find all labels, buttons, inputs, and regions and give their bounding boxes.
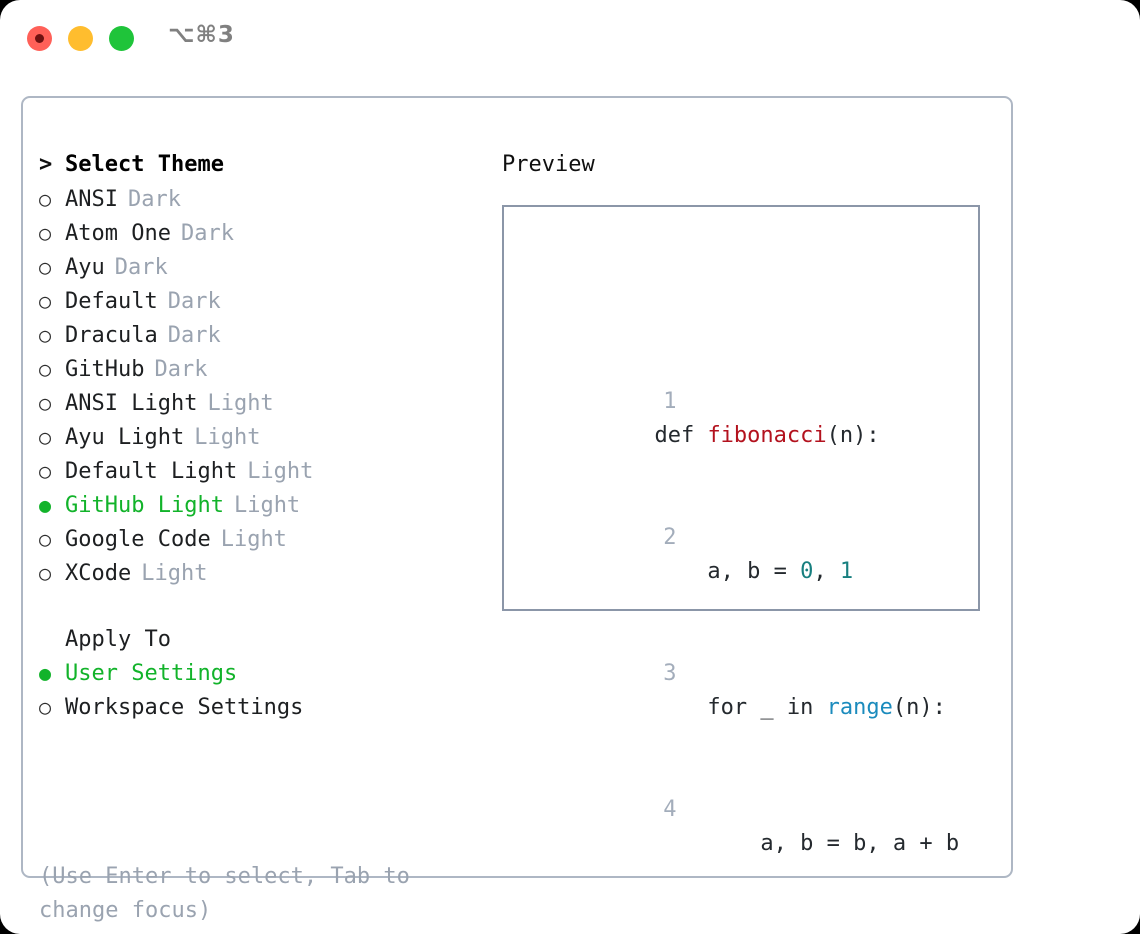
apply-to-option-label: Workspace Settings <box>65 695 304 720</box>
section-spacer <box>39 590 479 622</box>
theme-item-ansi-light[interactable]: ○ ANSI Light Light <box>39 386 479 420</box>
preview-section: Preview <box>502 148 1002 182</box>
line-number: 3 <box>663 661 677 686</box>
code-token-number: 0 <box>800 559 814 584</box>
theme-item-label: Ayu <box>65 255 105 280</box>
theme-list-header: > Select Theme <box>39 148 479 182</box>
theme-item-variant: Dark <box>180 221 234 246</box>
theme-item-label: Ayu Light <box>65 425 185 450</box>
code-token: , <box>813 559 840 584</box>
traffic-lights <box>27 26 134 51</box>
code-token: (n): <box>826 423 880 448</box>
theme-item-variant: Dark <box>167 289 221 314</box>
theme-list: > Select Theme ○ ANSI Dark ○ Atom One Da… <box>39 148 479 724</box>
radio-unselected-icon[interactable]: ○ <box>39 695 52 719</box>
minimize-button-icon[interactable] <box>68 26 93 51</box>
theme-item-label: ANSI <box>65 187 118 212</box>
maximize-button-icon[interactable] <box>109 26 134 51</box>
theme-item-variant: Light <box>141 561 208 586</box>
line-number: 1 <box>663 389 677 414</box>
keyboard-hint-text: (Use Enter to select, Tab to change focu… <box>39 864 410 923</box>
apply-to-workspace-settings[interactable]: ○ Workspace Settings <box>39 690 479 724</box>
radio-unselected-icon[interactable]: ○ <box>39 357 52 381</box>
theme-item-label: GitHub Light <box>65 493 224 518</box>
radio-unselected-icon[interactable]: ○ <box>39 187 52 211</box>
radio-unselected-icon[interactable]: ○ <box>39 459 52 483</box>
theme-item-label: Default <box>65 289 158 314</box>
theme-item-default-light[interactable]: ○ Default Light Light <box>39 454 479 488</box>
theme-item-variant: Dark <box>114 255 168 280</box>
line-number: 5 <box>654 929 676 934</box>
theme-item-label: Atom One <box>65 221 171 246</box>
theme-item-label: Dracula <box>65 323 158 348</box>
theme-item-xcode-light[interactable]: ○ XCode Light <box>39 556 479 590</box>
radio-unselected-icon[interactable]: ○ <box>39 391 52 415</box>
theme-item-variant: Light <box>207 391 274 416</box>
keyboard-shortcut-label: ⌥⌘3 <box>168 22 235 48</box>
code-token-number: 1 <box>839 559 854 584</box>
theme-item-atom-one-dark[interactable]: ○ Atom One Dark <box>39 216 479 250</box>
theme-item-variant: Light <box>194 425 261 450</box>
caret-right-icon: > <box>39 152 53 177</box>
theme-item-label: XCode <box>65 561 132 586</box>
code-token: def <box>654 423 708 448</box>
theme-item-variant: Light <box>247 459 314 484</box>
code-line: 2 a, b = 0, 1 <box>522 487 986 584</box>
code-token: for _ in <box>654 695 827 720</box>
theme-item-variant: Dark <box>127 187 181 212</box>
line-number: 2 <box>663 525 677 550</box>
apply-to-spacer-icon <box>39 622 65 656</box>
code-token: a, b = <box>654 559 801 584</box>
radio-selected-icon[interactable]: ● <box>39 661 52 685</box>
theme-item-variant: Light <box>220 527 287 552</box>
apply-to-option-label: User Settings <box>65 661 238 686</box>
preview-code: 1 def fibonacci(n): 2 a, b = 0, 1 3 for … <box>522 249 986 934</box>
code-token: (n): <box>892 695 946 720</box>
theme-item-ansi-dark[interactable]: ○ ANSI Dark <box>39 182 479 216</box>
code-line: 5 return a <box>522 895 986 934</box>
line-number: 4 <box>663 797 677 822</box>
radio-unselected-icon[interactable]: ○ <box>39 425 52 449</box>
content-panel: > Select Theme ○ ANSI Dark ○ Atom One Da… <box>21 96 1013 934</box>
theme-item-github-dark[interactable]: ○ GitHub Dark <box>39 352 479 386</box>
theme-item-variant: Light <box>233 493 301 518</box>
theme-item-ayu-dark[interactable]: ○ Ayu Dark <box>39 250 479 284</box>
radio-selected-icon[interactable]: ● <box>39 493 52 517</box>
apply-to-title: Apply To <box>65 627 171 652</box>
preview-box: 1 def fibonacci(n): 2 a, b = 0, 1 3 for … <box>502 205 980 934</box>
preview-title: Preview <box>502 152 595 177</box>
close-button-icon[interactable] <box>27 26 52 51</box>
theme-item-default-dark[interactable]: ○ Default Dark <box>39 284 479 318</box>
code-line: 1 def fibonacci(n): <box>522 351 986 448</box>
radio-unselected-icon[interactable]: ○ <box>39 323 52 347</box>
apply-to-user-settings[interactable]: ● User Settings <box>39 656 479 690</box>
theme-item-label: ANSI Light <box>65 391 198 416</box>
code-token: a, b = b, a + b <box>654 831 960 856</box>
code-token-call: range <box>826 695 893 720</box>
theme-item-ayu-light[interactable]: ○ Ayu Light Light <box>39 420 479 454</box>
radio-unselected-icon[interactable]: ○ <box>39 255 52 279</box>
radio-unselected-icon[interactable]: ○ <box>39 527 52 551</box>
radio-unselected-icon[interactable]: ○ <box>39 289 52 313</box>
theme-item-label: Default Light <box>65 459 238 484</box>
radio-unselected-icon[interactable]: ○ <box>39 561 52 585</box>
theme-list-title: Select Theme <box>65 152 224 177</box>
code-line: 3 for _ in range(n): <box>522 623 986 720</box>
code-token-function: fibonacci <box>707 423 827 448</box>
window-titlebar: ⌥⌘3 <box>0 0 1140 76</box>
code-line: 4 a, b = b, a + b <box>522 759 986 856</box>
theme-item-variant: Dark <box>154 357 208 382</box>
apply-to-header: Apply To <box>39 622 479 656</box>
theme-item-dracula-dark[interactable]: ○ Dracula Dark <box>39 318 479 352</box>
theme-item-variant: Dark <box>167 323 221 348</box>
theme-item-label: Google Code <box>65 527 211 552</box>
theme-item-label: GitHub <box>65 357 145 382</box>
radio-unselected-icon[interactable]: ○ <box>39 221 52 245</box>
theme-item-google-code-light[interactable]: ○ Google Code Light <box>39 522 479 556</box>
theme-item-github-light-selected[interactable]: ● GitHub Light Light <box>39 488 479 522</box>
